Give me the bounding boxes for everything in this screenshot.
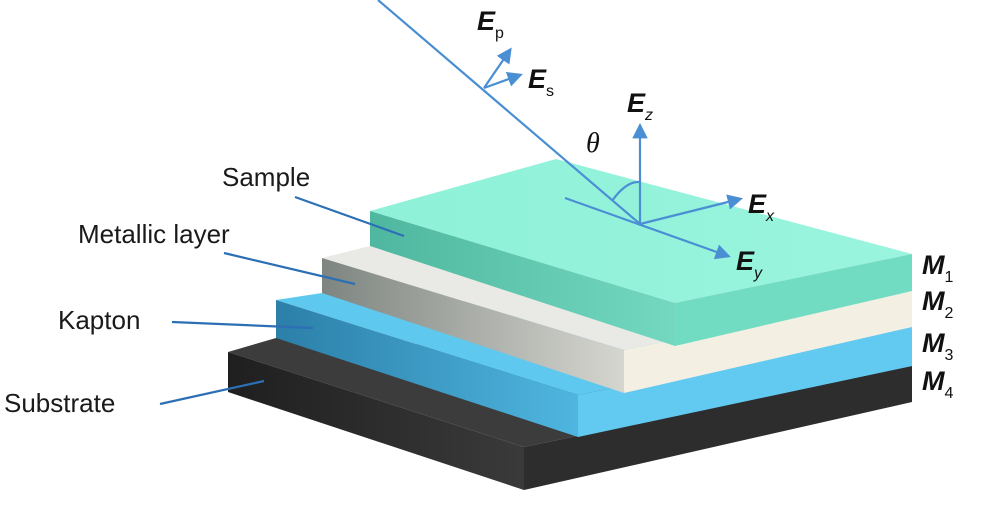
ep-arrow — [483, 47, 512, 89]
metallic-leader — [223, 251, 356, 286]
es-label: Es — [528, 64, 554, 100]
es-arrow — [483, 71, 523, 90]
medium-1-label: M1 — [922, 250, 954, 286]
substrate-label: Substrate — [4, 388, 115, 418]
ep-label: Ep — [477, 6, 504, 42]
sample-leader — [294, 195, 405, 238]
medium-3-label: M3 — [922, 328, 954, 364]
field-vectors — [377, 0, 743, 260]
sample-layer — [370, 159, 912, 346]
sample-label: Sample — [222, 162, 310, 192]
metallic-layer-label: Metallic layer — [78, 219, 230, 249]
kapton-label: Kapton — [58, 305, 140, 335]
ex-label: Ex — [748, 189, 775, 225]
substrate-leader — [159, 379, 265, 406]
medium-2-label: M2 — [922, 286, 954, 322]
ez-label: Ez — [627, 88, 653, 124]
angle-arc — [611, 180, 641, 202]
leader-lines — [159, 195, 405, 406]
kapton-leader — [171, 320, 314, 330]
incident-beam — [377, 0, 641, 225]
theta-label: θ — [586, 128, 600, 159]
ey-label: Ey — [736, 246, 763, 282]
ey-arrow — [564, 196, 731, 260]
ex-arrow — [639, 194, 743, 226]
medium-4-label: M4 — [922, 366, 954, 402]
